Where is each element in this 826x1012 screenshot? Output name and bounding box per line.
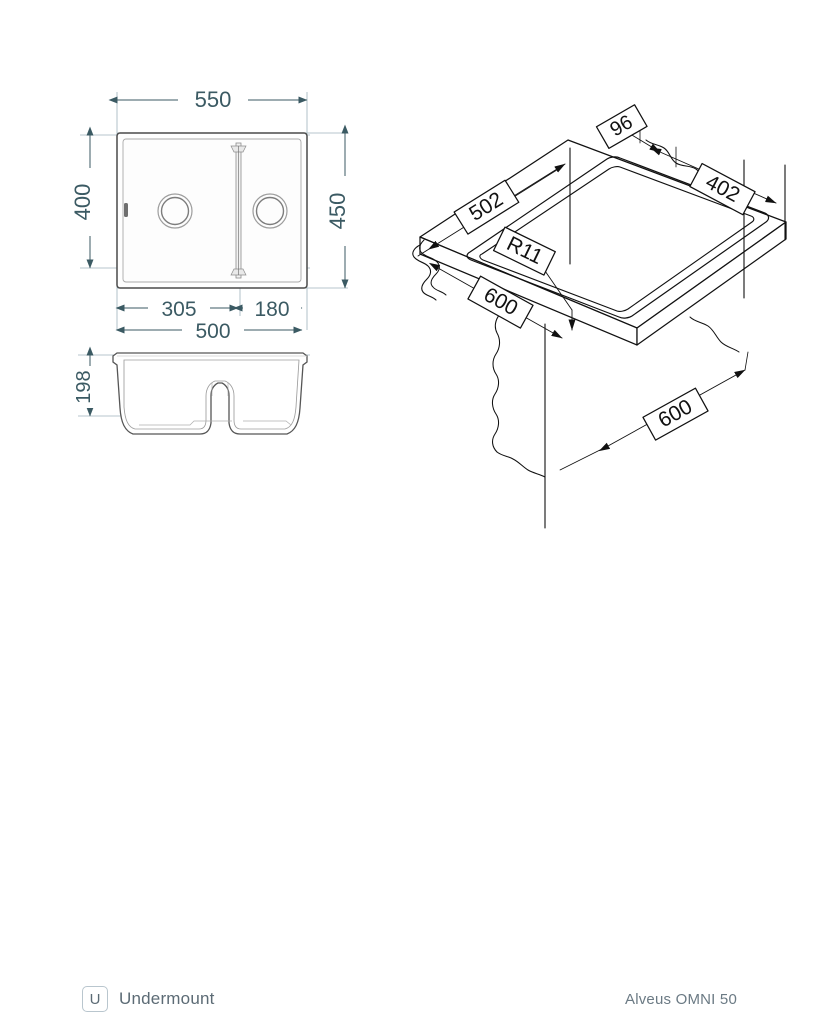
dim-bowl-depth-400: 400 [70, 126, 104, 269]
drain-left [157, 193, 193, 229]
dim-label-180: 180 [254, 298, 289, 321]
undermount-badge-icon: U [82, 986, 108, 1012]
dim-label-400: 400 [70, 184, 95, 221]
dim-overall-width-550: 550 [108, 86, 308, 114]
dim-label-198: 198 [73, 370, 95, 403]
isometric-view-group: 502 600 96 402 [412, 104, 787, 529]
dim-right-bowl-180: 180 [233, 294, 303, 322]
sink-section-outer [112, 352, 308, 435]
mount-type-tag: U Undermount [82, 986, 215, 1012]
sink-inner-rim [122, 138, 302, 283]
dim-cutout-length-502: 502 [417, 163, 566, 257]
dim-sink-depth-198: 198 [73, 346, 104, 417]
canvas-background [0, 0, 826, 620]
dim-label-500: 500 [195, 320, 230, 343]
sink-section-inner-wall [123, 359, 300, 430]
sink-section-bottom-steps [139, 383, 292, 426]
cutout-outer-edge [466, 156, 770, 319]
mount-type-label: Undermount [119, 989, 215, 1008]
break-line-cabinet-left-bottom [496, 451, 546, 478]
section-view-group: 198 [73, 346, 310, 435]
dim-label-305: 305 [161, 298, 196, 321]
cutout-inner-edge [479, 166, 755, 312]
technical-drawing-canvas: 550 400 450 [0, 0, 826, 620]
dim-label-550: 550 [195, 87, 232, 112]
overflow-notch [124, 203, 128, 217]
dim-inner-width-500: 500 [115, 316, 303, 344]
countertop-right-edge [636, 221, 787, 346]
break-line-cabinet-right [689, 316, 740, 353]
dim-label-450: 450 [325, 193, 350, 230]
drain-right [252, 193, 288, 229]
sink-divider [230, 142, 247, 279]
dim-overall-depth-450: 450 [325, 124, 359, 289]
model-name-label: Alveus OMNI 50 [625, 991, 738, 1008]
top-view-group: 550 400 450 [70, 86, 359, 344]
